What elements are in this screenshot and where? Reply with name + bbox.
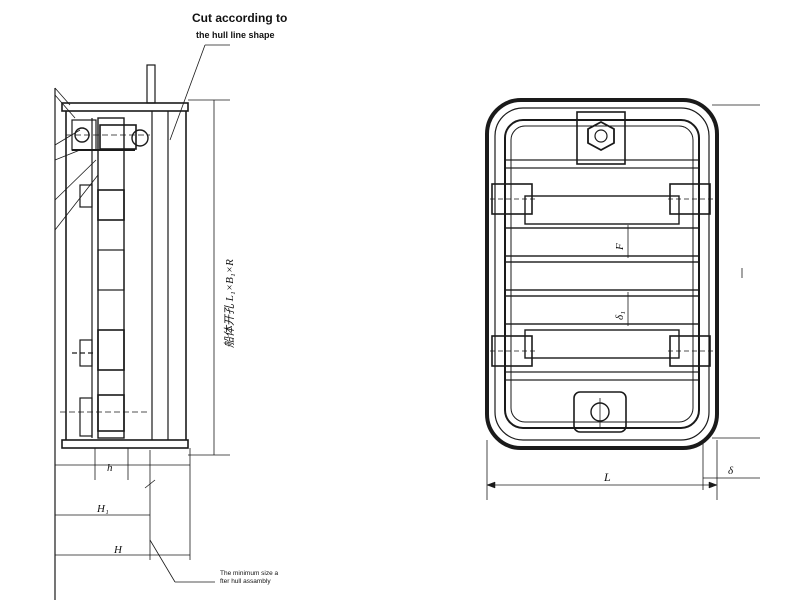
dim-F: F bbox=[614, 243, 626, 251]
min-size-note-line2: fter hull assambly bbox=[220, 578, 271, 585]
bar-4 bbox=[504, 295, 700, 325]
cut-note-line1: Cut according to bbox=[192, 11, 287, 25]
spindle bbox=[146, 64, 156, 104]
cut-note-line2: the hull line shape bbox=[196, 30, 275, 40]
top-flange bbox=[61, 102, 189, 112]
dim-H1: H₁ bbox=[96, 503, 109, 515]
bottom-flange bbox=[61, 439, 189, 449]
hull-opening-label: 船体开孔 L₁×B₁×R bbox=[223, 259, 236, 348]
section-view bbox=[54, 44, 230, 600]
plan-view bbox=[485, 98, 760, 500]
hinge-lug-bottom bbox=[573, 391, 627, 433]
min-size-note-line1: The minimum size a bbox=[220, 570, 279, 577]
bar-2 bbox=[504, 227, 700, 257]
bar-3 bbox=[504, 261, 700, 291]
bar-5 bbox=[524, 329, 680, 359]
cover-plate bbox=[97, 117, 125, 439]
dim-L: L bbox=[603, 470, 611, 484]
hex-nut-icon bbox=[587, 120, 615, 152]
dim-delta1: δ₁ bbox=[614, 311, 626, 320]
outer-frame bbox=[485, 98, 719, 450]
dim-H: H bbox=[113, 544, 123, 556]
dim-h: h bbox=[107, 462, 113, 474]
dim-delta: δ bbox=[728, 465, 734, 477]
bar-1 bbox=[524, 195, 680, 225]
hinge-lug-top bbox=[576, 111, 626, 165]
